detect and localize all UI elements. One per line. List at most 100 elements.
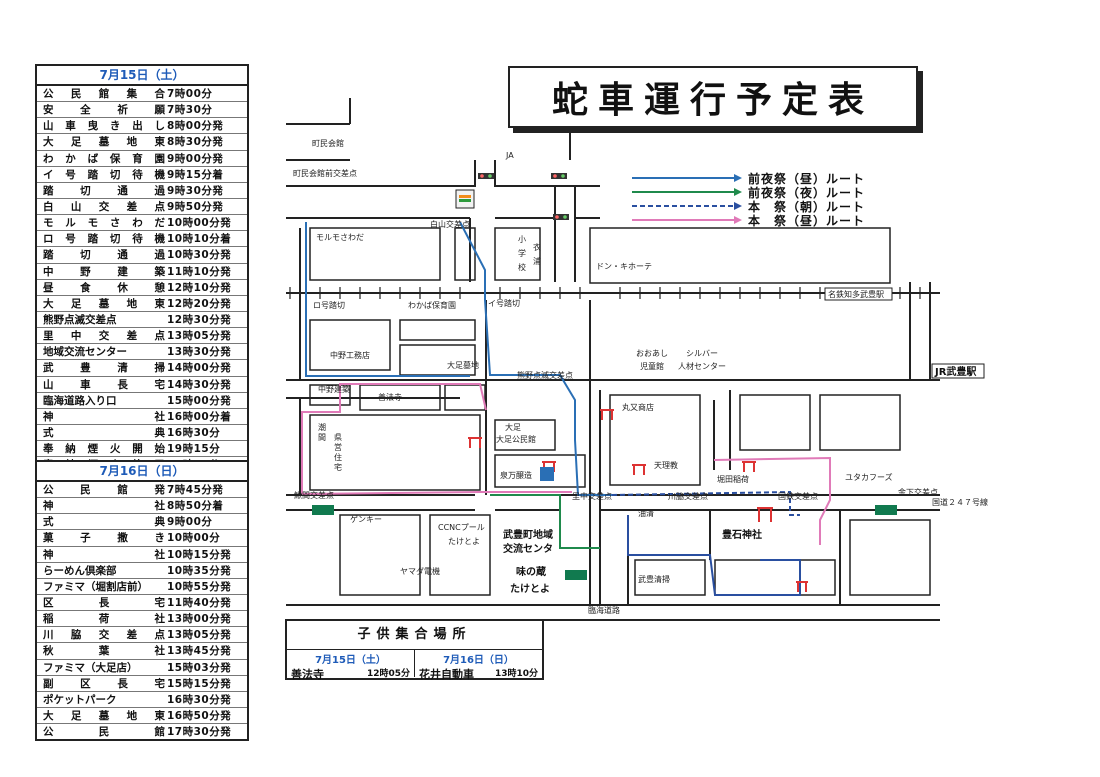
schedule-time: 19時15分 <box>167 443 221 456</box>
schedule-place: モルモさわだ <box>43 217 165 230</box>
label-ja: JA <box>505 151 514 160</box>
label-yamada: ヤマダ電機 <box>400 566 440 576</box>
label-marumata: 丸又商店 <box>622 402 654 412</box>
schedule-time: 10時10分着 <box>167 233 232 246</box>
route-honsai-morning <box>611 490 800 516</box>
schedule-time: 13時30分発 <box>167 346 232 359</box>
label-taketoyo-1: たけとよ <box>448 537 480 546</box>
meeting-title: 子供集合場所 <box>287 621 542 650</box>
schedule-row: ファミマ（堀割店前）10時55分発 <box>37 579 247 595</box>
schedule-place: 式典 <box>43 427 165 440</box>
schedule-time: 13時05分発 <box>167 330 232 343</box>
legend-line-honsai-morning <box>632 202 742 210</box>
schedule-time: 10時55分発 <box>167 580 232 593</box>
label-ido-1: 潮 <box>318 422 326 432</box>
schedule-day1-header: 7月15日（土） <box>37 66 247 86</box>
label-taketoyo-2: たけとよ <box>510 583 550 595</box>
map-blocks <box>309 227 931 596</box>
schedule-time: 13時05分発 <box>167 629 232 642</box>
map-roads <box>286 98 940 621</box>
schedule-place: らーめん倶楽部 <box>43 564 117 577</box>
label-oashi-1: 大足 <box>505 422 521 432</box>
label-kokuzou: 国鉄交差点 <box>778 491 818 501</box>
label-kouei-4: 宅 <box>334 462 342 472</box>
schedule-time: 10時00分発 <box>167 217 232 230</box>
schedule-place: 大足墓地東 <box>43 710 165 723</box>
meeting-day2-date: 7月16日（日） <box>443 655 514 666</box>
label-morumo: モルモさわだ <box>316 233 364 242</box>
schedule-place: 秋葉社 <box>43 645 165 658</box>
schedule-place: 公民館発 <box>43 484 165 497</box>
schedule-place: 安全祈願 <box>43 104 165 117</box>
label-kawawaki: 川脇交差点 <box>668 491 708 501</box>
schedule-time: 16時00分着 <box>167 410 232 423</box>
schedule-time: 17時30分発 <box>167 726 232 739</box>
meeting-day1-date: 7月15日（土） <box>315 655 386 666</box>
schedule-place: 副区長宅 <box>43 677 165 690</box>
schedule-time: 12時10分発 <box>167 281 232 294</box>
label-hall-cross: 町民会館前交差点 <box>293 168 357 178</box>
legend-label: 本 祭（朝）ルート <box>748 199 866 214</box>
schedule-place: 区長宅 <box>43 597 165 610</box>
route-zenyasai-day <box>459 221 612 496</box>
route-honsai-day <box>301 383 487 494</box>
label-kouei-1: 県 <box>334 433 342 442</box>
schedule-place: 中野建築 <box>43 265 165 278</box>
schedule-place: 武豊清掃 <box>43 362 165 375</box>
schedule-time: 16時50分発 <box>167 710 232 723</box>
schedule-time: 10時35分発 <box>167 564 232 577</box>
meeting-day2-time: 13時10分 <box>494 669 538 679</box>
schedule-row: ファミマ（大足店）15時03分発 <box>37 660 247 676</box>
schedule-place: 神社 <box>43 548 165 561</box>
label-yuusei: 油清 <box>638 508 654 518</box>
label-rinkai: 臨海道路 <box>588 605 620 615</box>
label-elem-1: 小 <box>518 235 526 244</box>
label-nakano-ken: 中野建築 <box>318 384 350 394</box>
schedule-place: 大足墓地東 <box>43 136 165 149</box>
label-nakano: 中野工務店 <box>330 350 370 360</box>
label-yutaka: ユタカフーズ <box>845 472 893 482</box>
schedule-place: 昼食休憩 <box>43 281 165 294</box>
legend-label: 前夜祭（夜）ルート <box>748 185 866 200</box>
meeting-day1-place: 善法寺 <box>291 668 324 681</box>
label-toyoishi: 豊石神社 <box>722 528 762 541</box>
route-zenyasai-night <box>490 494 600 549</box>
label-kouei-2: 営 <box>334 442 342 452</box>
schedule-time: 8時30分発 <box>167 136 224 149</box>
meeting-day1-time: 12時05分 <box>366 669 410 679</box>
label-oashi-kominkan: 大足公民館 <box>496 434 536 444</box>
schedule-row: らーめん倶楽部 10時35分発 <box>37 563 247 579</box>
schedule-time: 9時15分着 <box>167 168 224 181</box>
schedule-place: ファミマ（大足店） <box>43 661 138 674</box>
label-oashi-grave: 大足墓地 <box>447 360 479 370</box>
schedule-time: 9時00分発 <box>167 152 224 165</box>
route-legend: 前夜祭（昼）ルート 前夜祭（夜）ルート 本 祭（朝）ルート 本 祭（昼）ルート <box>632 171 866 228</box>
schedule-time: 10時30分発 <box>167 249 232 262</box>
schedule-time: 14時30分発 <box>167 378 232 391</box>
label-satonaka: 里中交差点 <box>572 491 612 501</box>
label-koryu-1: 武豊町地域 <box>503 528 553 541</box>
schedule-time: 8時50分着 <box>167 500 224 513</box>
schedule-time: 13時00分発 <box>167 613 232 626</box>
